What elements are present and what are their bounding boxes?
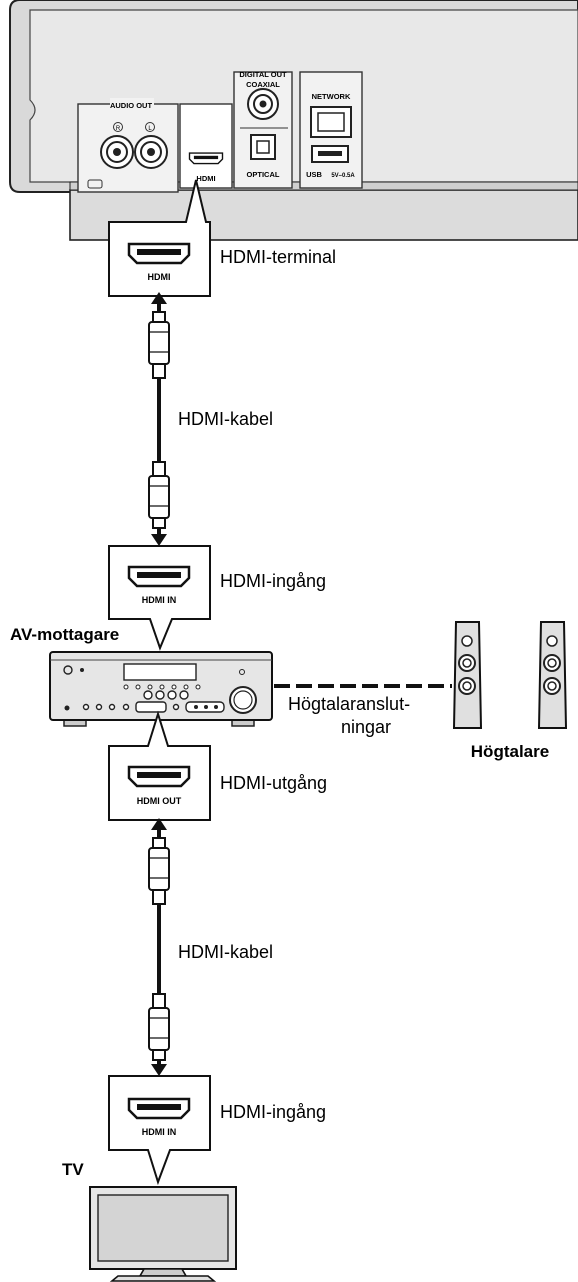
hdmi-port-icon (127, 765, 191, 788)
usb-label: USB (306, 170, 322, 179)
usb-rating-label: 5V–0.5A (331, 173, 355, 179)
volume-knob (229, 686, 257, 714)
digital-out-label: DIGITAL OUT (239, 70, 287, 79)
speaker-connections-label-2: ningar (341, 717, 391, 737)
hdmi-cable-2-label: HDMI-kabel (178, 942, 273, 962)
usb-jack (311, 145, 349, 163)
coaxial-jack (247, 88, 279, 120)
optical-label: OPTICAL (247, 170, 280, 179)
player-hdmi-port-icon (188, 152, 224, 165)
callout-receiver-hdmi-in-label: HDMI IN (142, 595, 177, 605)
av-receiver (49, 651, 273, 727)
hdmi-cable-2 (148, 818, 170, 1076)
audio-out-label: AUDIO OUT (110, 101, 153, 110)
audio-r-label: R (116, 126, 121, 132)
callout-tv-hdmi-in: HDMI IN (108, 1075, 211, 1186)
hdmi-input-1-label: HDMI-ingång (220, 571, 326, 591)
hdmi-terminal-label: HDMI-terminal (220, 247, 336, 267)
optical-jack (250, 134, 276, 160)
speaker-right (537, 621, 568, 729)
rca-jack-l (134, 135, 168, 169)
av-receiver-label: AV-mottagare (10, 625, 119, 644)
hdmi-port-icon (127, 242, 191, 265)
callout-tv-hdmi-in-label: HDMI IN (142, 1127, 177, 1137)
callout-player-hdmi: HDMI (108, 179, 211, 297)
hdmi-cable-1-label: HDMI-kabel (178, 409, 273, 429)
tv-set (89, 1186, 237, 1282)
coaxial-label: COAXIAL (246, 80, 280, 89)
speaker-connections-label-1: Högtalaranslut- (288, 694, 410, 714)
hdmi-output-label: HDMI-utgång (220, 773, 327, 793)
speakers-label: Högtalare (471, 742, 549, 761)
tv-label: TV (62, 1160, 84, 1179)
hdmi-port-icon (127, 565, 191, 588)
hdmi-cable-1 (148, 292, 170, 546)
audio-l-label: L (148, 126, 152, 132)
hdmi-input-2-label: HDMI-ingång (220, 1102, 326, 1122)
callout-receiver-hdmi-out-label: HDMI OUT (137, 796, 182, 806)
callout-receiver-hdmi-out: HDMI OUT (108, 710, 211, 821)
network-label: NETWORK (312, 92, 351, 101)
player-rear-panel: AUDIO OUT R L HDMI DIGITAL OUT COAXIAL (9, 0, 578, 241)
callout-player-hdmi-label: HDMI (148, 272, 171, 282)
rca-jack-r (100, 135, 134, 169)
speaker-left (452, 621, 483, 729)
network-jack (310, 106, 352, 138)
player-hdmi-label: HDMI (196, 174, 215, 183)
hdmi-port-icon (127, 1097, 191, 1120)
callout-receiver-hdmi-in: HDMI IN (108, 545, 211, 651)
